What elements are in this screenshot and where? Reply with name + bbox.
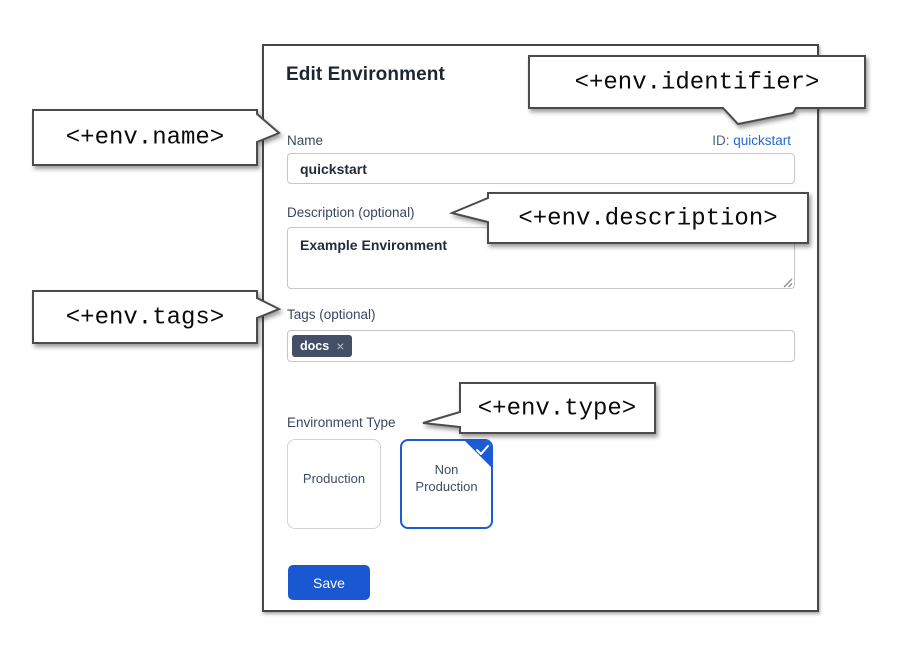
check-icon — [476, 445, 489, 455]
callout-env-tags-text: <+env.tags> — [65, 304, 225, 332]
identifier-link[interactable]: quickstart — [733, 133, 791, 148]
tag-chip-label: docs — [300, 339, 330, 353]
name-label: Name — [287, 133, 324, 148]
description-textarea[interactable]: Example Environment — [287, 227, 795, 289]
selected-corner-badge — [465, 441, 491, 467]
callout-bubble — [32, 290, 282, 344]
name-input[interactable] — [287, 153, 795, 184]
type-card-label: Production — [302, 470, 366, 486]
tag-chip: docs × — [292, 335, 353, 357]
type-card-label: Non Production — [415, 462, 478, 494]
id-label: ID: — [712, 133, 734, 148]
resize-handle-icon[interactable] — [782, 277, 793, 288]
type-card-production[interactable]: Production — [287, 439, 381, 529]
callout-env-name-text: <+env.name> — [65, 124, 225, 152]
dialog-title: Edit Environment — [286, 64, 445, 85]
tags-label: Tags (optional) — [287, 307, 376, 322]
remove-tag-icon[interactable]: × — [336, 338, 345, 354]
tags-input[interactable]: docs × — [287, 330, 795, 362]
callout-env-tags: <+env.tags> — [28, 286, 290, 358]
callout-env-name: <+env.name> — [28, 106, 290, 178]
environment-type-label: Environment Type — [287, 415, 396, 430]
edit-environment-dialog: Edit Environment Name ID: quickstart Des… — [262, 44, 819, 612]
save-button[interactable]: Save — [288, 565, 370, 600]
identifier-row: ID: quickstart — [712, 133, 791, 148]
description-label: Description (optional) — [287, 205, 415, 220]
callout-bubble — [32, 109, 281, 166]
type-card-non-production[interactable]: Non Production — [400, 439, 493, 529]
